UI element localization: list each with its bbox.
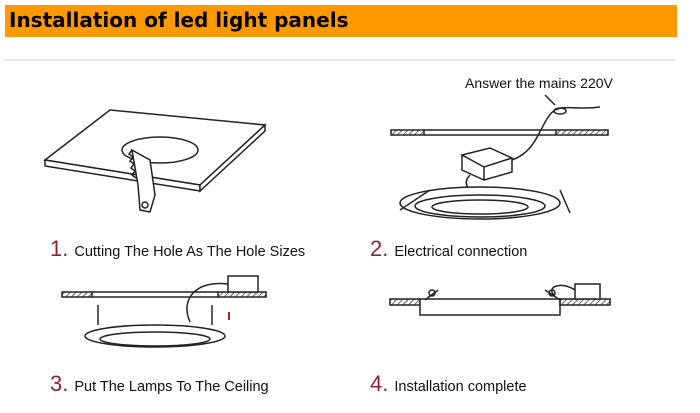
mains-annotation: Answer the mains 220V xyxy=(465,75,613,91)
step-number: 2. xyxy=(370,236,389,261)
step-2: 2. Electrical connection xyxy=(370,236,527,262)
installation-complete-illustration xyxy=(389,283,611,316)
step-3: 3. Put The Lamps To The Ceiling xyxy=(50,371,269,397)
step-4: 4. Installation complete xyxy=(370,371,527,397)
step-1: 1. Cutting The Hole As The Hole Sizes xyxy=(50,236,305,262)
header-banner: Installation of led light panels xyxy=(5,5,677,37)
step-number: 1. xyxy=(50,236,69,261)
step-label: Installation complete xyxy=(394,379,527,395)
step-label: Electrical connection xyxy=(394,244,528,260)
step-label: Put The Lamps To The Ceiling xyxy=(74,379,269,395)
electrical-connection-illustration xyxy=(390,94,609,220)
step-number: 3. xyxy=(50,371,69,396)
divider xyxy=(3,59,675,61)
page-title: Installation of led light panels xyxy=(9,8,349,32)
step-label: Cutting The Hole As The Hole Sizes xyxy=(74,244,306,260)
step-number: 4. xyxy=(370,371,389,396)
put-lamp-illustration xyxy=(61,275,267,348)
cutting-hole-illustration xyxy=(43,109,267,213)
